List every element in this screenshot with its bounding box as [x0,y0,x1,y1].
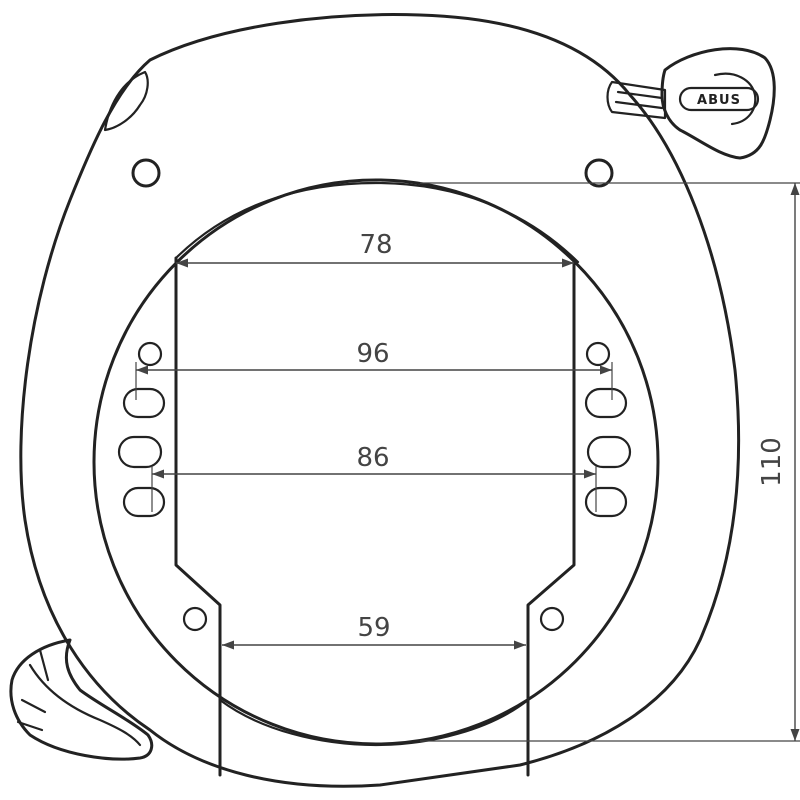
left-indicator-hole [137,341,163,367]
body-groove [103,70,149,132]
inner-ring-inner [174,181,580,264]
right-slot-1 [584,387,628,419]
right-slot-2 [586,435,632,469]
dimension-label-110: 110 [757,437,787,487]
right-indicator-hole [585,341,611,367]
dimension-arrow-86-end [584,469,596,479]
left-bottom-hole [182,606,208,632]
dimension-arrow-110-start [790,183,800,195]
left-slot-1 [122,387,166,419]
dimension-label-78: 78 [359,230,392,260]
right-slot-3 [584,486,628,518]
shackle-bottom-arc [218,698,530,747]
mounting-hole-top-right [584,158,614,188]
lock-body-outline [19,13,741,788]
dimension-arrow-78-end [562,258,574,268]
dimension-arrow-59-end [514,640,526,650]
shackle-plate [174,256,576,777]
mounting-hole-top-left [131,158,161,188]
left-slot-2 [117,435,163,469]
dimension-arrow-78-start [176,258,188,268]
dimension-arrow-96-end [600,365,612,375]
dimension-arrow-59-start [222,640,234,650]
key-brand-badge [678,86,760,112]
dimension-arrow-96-start [136,365,148,375]
key-brand-label: ABUS [697,93,741,108]
dimension-arrow-86-start [152,469,164,479]
key-icon: ABUS [606,47,776,160]
left-slot-3 [122,486,166,518]
cable-holder-icon [9,638,154,761]
right-bottom-hole [539,606,565,632]
dimension-label-86: 86 [356,443,389,473]
dimension-label-96: 96 [356,339,389,369]
dimension-label-59: 59 [357,613,390,643]
dimension-arrow-110-end [790,729,800,741]
